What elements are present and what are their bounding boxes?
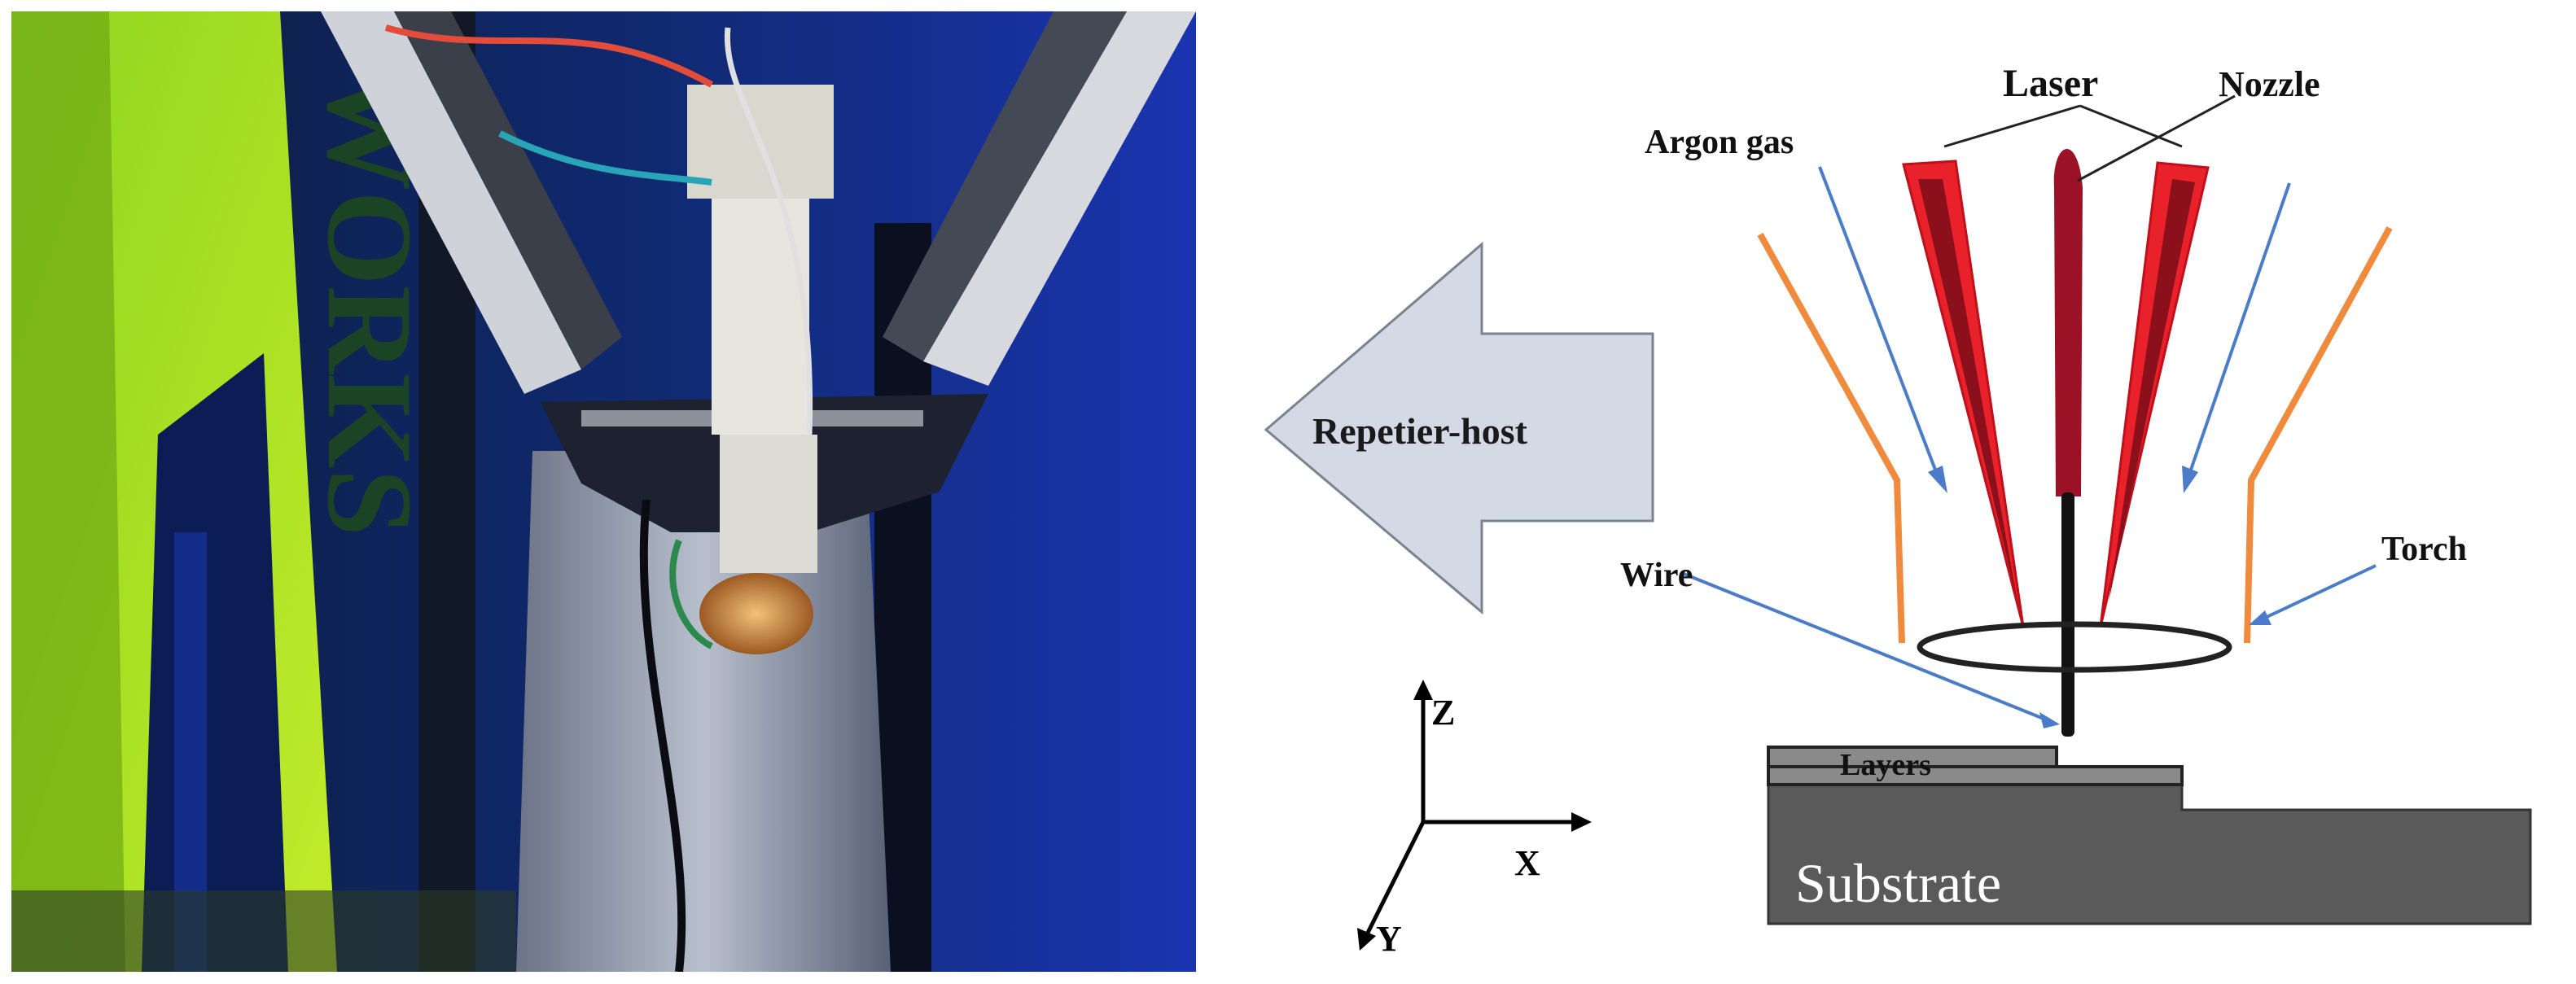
nozzle-label: Nozzle — [2219, 64, 2320, 104]
arm-right-2 — [883, 11, 1127, 361]
layer-upper — [1767, 746, 2058, 768]
nozzle — [2053, 148, 2083, 496]
head-lower — [720, 435, 817, 573]
arm-left-2 — [394, 11, 622, 370]
layer-lower — [1767, 765, 2184, 786]
x-axis-label: X — [1514, 843, 1540, 883]
axis-triad — [1357, 680, 1592, 951]
green-wall-shadow — [11, 11, 125, 972]
x-axis-arrowhead — [1571, 812, 1592, 832]
torch-pointer-head — [2249, 610, 2272, 625]
y-axis-label: Y — [1376, 919, 1402, 959]
arm-right-1 — [923, 11, 1196, 386]
laser-leader-left — [1943, 104, 2081, 148]
torch-right — [2244, 226, 2393, 644]
frame-column-left — [142, 353, 288, 972]
wire-label: Wire — [1620, 557, 1693, 594]
cable-dark — [639, 499, 686, 972]
y-axis-arrowhead — [1357, 928, 1376, 951]
laser-beam-left-core — [1918, 179, 2017, 602]
wire-pointer-head — [2039, 712, 2060, 728]
copper-nozzle — [699, 573, 813, 654]
cable-green — [669, 539, 713, 649]
cable-teal — [498, 130, 712, 186]
cable-white — [724, 27, 813, 435]
laser-leader-right — [2079, 104, 2183, 148]
z-axis-arrowhead — [1413, 680, 1433, 700]
gray-panel — [516, 451, 891, 972]
nozzle-leader — [2077, 94, 2236, 182]
leader-lines — [1943, 94, 2236, 182]
laser-label: Laser — [2003, 62, 2098, 105]
z-axis-label: Z — [1431, 693, 1455, 733]
argon-arrow-left-line — [1818, 166, 1939, 477]
argon-gas-arrows — [1683, 166, 2377, 728]
torch-label: Torch — [2381, 531, 2467, 568]
substrate-label: Substrate — [1795, 852, 2001, 914]
laser-beam-right-core — [2109, 179, 2195, 602]
repetier-host-arrow — [1264, 241, 1654, 615]
torch-ring — [1917, 621, 2232, 673]
torch-left — [1757, 233, 1905, 644]
machine-photo: WORKS CONCEPT — [11, 11, 1196, 972]
argon-gas-label: Argon gas — [1645, 124, 1794, 161]
wire-pointer-line — [1683, 572, 2048, 722]
laser-beam-left — [1902, 160, 2025, 628]
torch-pointer-line — [2263, 564, 2377, 620]
layers-label: Layers — [1840, 748, 1931, 782]
argon-arrow-right-head — [2182, 466, 2198, 493]
cable-red — [384, 24, 713, 88]
y-axis-line — [1364, 820, 1426, 938]
repetier-host-label: Repetier-host — [1312, 410, 1528, 452]
argon-arrow-left-head — [1928, 466, 1947, 493]
wire — [2061, 492, 2074, 737]
floor — [11, 890, 516, 972]
argon-arrow-right-line — [2188, 182, 2291, 473]
process-diagram: Repetier-host Z X Y Substrate Layers — [1264, 62, 2532, 959]
arm-left-1 — [321, 11, 581, 394]
deposition-head — [712, 158, 809, 435]
